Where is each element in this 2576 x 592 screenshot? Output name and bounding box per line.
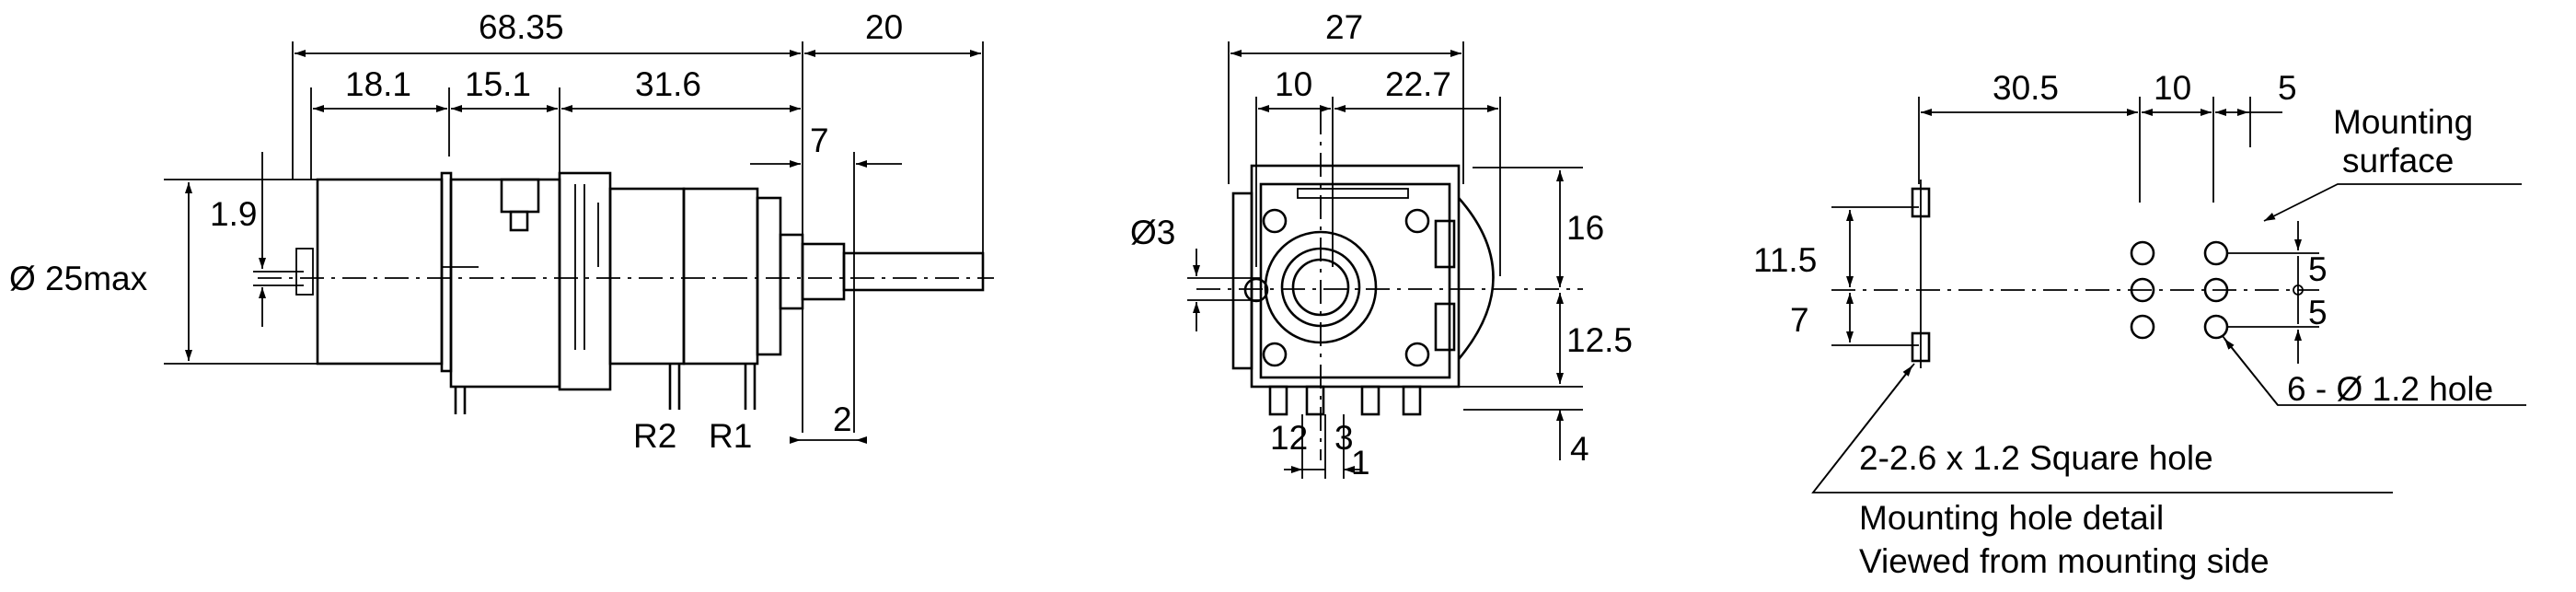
caption-line2: Viewed from mounting side — [1859, 542, 2270, 580]
dim-span: 30.5 — [1993, 69, 2059, 107]
dim-pitch-b: 5 — [2308, 294, 2328, 331]
label-round-holes: 6 - Ø 1.2 hole — [2287, 370, 2493, 408]
dim-b: 15.1 — [465, 65, 531, 103]
dim-edge: 5 — [2278, 69, 2297, 107]
dim-a: 18.1 — [345, 65, 411, 103]
dim-diameter: Ø 25max — [9, 260, 148, 297]
dim-overall: 68.35 — [479, 8, 564, 46]
dim-left: 10 — [1275, 65, 1312, 103]
dim-shaft-length: 20 — [865, 8, 903, 46]
side-view: 68.35 20 18.1 15.1 31.6 7 1.9 Ø 25max R2… — [9, 8, 994, 455]
label-r1: R1 — [709, 417, 752, 455]
label-mounting-surface-line1: Mounting — [2333, 103, 2473, 141]
dim-small: 1.9 — [210, 195, 257, 233]
dim-pin-gap: 4 — [1570, 430, 1589, 468]
dim-width: 27 — [1325, 8, 1363, 46]
dim-pitch-a: 5 — [2308, 250, 2328, 288]
dim-hole-upper: 11.5 — [1753, 241, 1817, 279]
dim-hole: Ø3 — [1130, 214, 1175, 251]
dim-upper: 16 — [1566, 209, 1604, 247]
dim-e: 2 — [833, 400, 852, 438]
dim-hole-lower: 7 — [1790, 301, 1809, 339]
caption-line1: Mounting hole detail — [1859, 499, 2164, 537]
dim-c: 31.6 — [635, 65, 701, 103]
dim-pitch: 12 — [1270, 419, 1308, 457]
dim-lower: 12.5 — [1566, 321, 1633, 359]
front-view: 27 10 22.7 Ø3 16 12.5 4 12 3 1 — [1130, 8, 1633, 482]
dim-pin-a: 3 — [1334, 419, 1354, 457]
label-mounting-surface-line2: surface — [2342, 142, 2454, 180]
dim-d: 7 — [810, 122, 829, 159]
mounting-hole-detail: 30.5 10 5 Mounting surface 11.5 7 5 5 6 … — [1753, 69, 2526, 580]
dim-right: 22.7 — [1385, 65, 1451, 103]
dim-mid: 10 — [2154, 69, 2191, 107]
label-r2: R2 — [633, 417, 676, 455]
dim-pin-b: 1 — [1351, 444, 1370, 482]
label-square-holes: 2-2.6 x 1.2 Square hole — [1859, 439, 2213, 477]
